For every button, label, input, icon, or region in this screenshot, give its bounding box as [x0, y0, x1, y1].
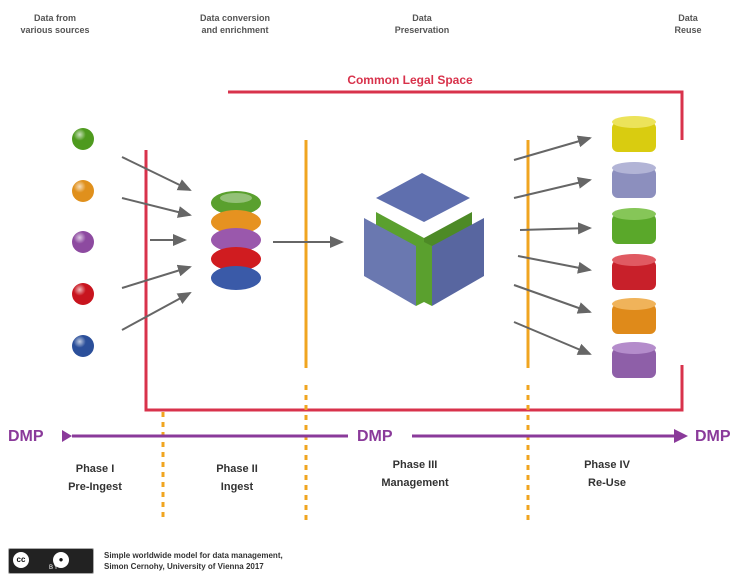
header-data-sources: Data from various sources: [20, 13, 90, 35]
data-stack: [211, 191, 261, 290]
preservation-cube-icon: [364, 173, 484, 306]
reuse-cylinder-lavender: [612, 162, 656, 198]
cc-license-badge[interactable]: cc ● BY: [8, 548, 94, 574]
arrow: [121, 264, 192, 289]
phase-4: Phase IV Re-Use: [542, 456, 672, 492]
reuse-cylinder-red: [612, 254, 656, 290]
dmp-timeline: [62, 429, 688, 443]
stack-disc-green: [211, 191, 261, 215]
phase-1: Phase I Pre-Ingest: [30, 460, 160, 496]
dmp-arrowhead: [674, 429, 688, 443]
phase-2: Phase II Ingest: [172, 460, 302, 496]
phase-title: Phase III: [392, 459, 438, 471]
reuse-cylinders: [612, 116, 656, 378]
ingest-arrows: [121, 156, 192, 331]
arrow: [513, 135, 592, 161]
arrow: [513, 284, 592, 314]
reuse-cylinder-purple: [612, 342, 656, 378]
arrow: [121, 292, 192, 331]
header-data-preservation: Data Preservation: [394, 13, 450, 35]
legal-space-frame: [228, 90, 684, 140]
arrow: [121, 156, 192, 191]
reuse-cylinder-green: [612, 208, 656, 244]
phase-title: Phase II: [216, 463, 258, 475]
phase-title: Phase IV: [584, 459, 630, 471]
header-data-conversion: Data conversion and enrichment: [199, 13, 271, 35]
source-spheres: [72, 128, 94, 357]
phase-separators: [161, 140, 530, 520]
dmp-label-start: DMP: [8, 428, 44, 445]
phase-subtitle: Pre-Ingest: [68, 481, 122, 493]
stack-disc-red: [211, 247, 261, 271]
stack-disc-purple: [211, 228, 261, 252]
dmp-start-marker: [62, 430, 72, 442]
footer-credit: Simple worldwide model for data manageme…: [104, 551, 283, 571]
phase-subtitle: Ingest: [220, 481, 254, 493]
arrow: [519, 222, 592, 235]
arrow: [517, 255, 592, 274]
stack-disc-blue: [211, 266, 261, 290]
arrow: [121, 197, 192, 218]
header-data-reuse: Data Reuse: [674, 13, 702, 35]
phase-3: Phase III Management: [350, 456, 480, 492]
common-legal-space-label: Common Legal Space: [347, 73, 473, 87]
dmp-label-end: DMP: [695, 428, 731, 445]
phase-title: Phase I: [75, 463, 115, 475]
arrow: [513, 321, 592, 355]
stack-disc-orange: [211, 210, 261, 234]
by-icon: ●: [53, 552, 69, 568]
footer: cc ● BY Simple worldwide model for data …: [8, 548, 428, 576]
license-label: BY: [49, 565, 60, 571]
phase-subtitle: Management: [381, 477, 449, 489]
reuse-arrows: [513, 135, 592, 355]
arrow: [513, 176, 592, 199]
phase-subtitle: Re-Use: [588, 477, 626, 489]
dmp-label-middle: DMP: [357, 428, 393, 445]
reuse-cylinder-orange: [612, 298, 656, 334]
reuse-cylinder-yellow: [612, 116, 656, 152]
cc-icon: cc: [13, 552, 29, 568]
